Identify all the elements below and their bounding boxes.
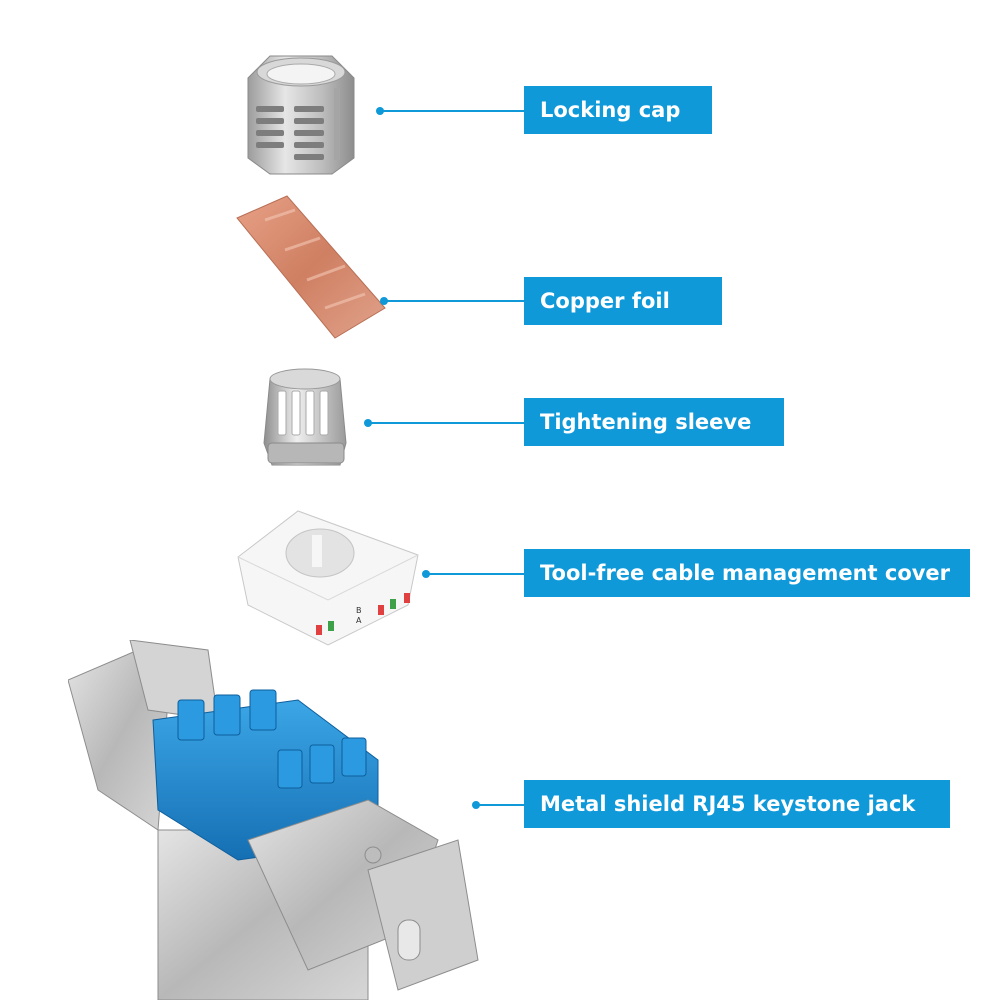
locking-cap-label: Locking cap bbox=[524, 86, 712, 134]
tightening-sleeve-leader bbox=[368, 422, 524, 424]
keystone-jack-image bbox=[67, 639, 488, 1001]
copper-foil-image bbox=[225, 190, 395, 350]
copper-foil-leader bbox=[384, 300, 524, 302]
cover-marking-a: A bbox=[356, 616, 362, 625]
keystone-jack-dot bbox=[472, 801, 480, 809]
locking-cap-image bbox=[240, 48, 360, 178]
copper-foil-label: Copper foil bbox=[524, 277, 722, 325]
tightening-sleeve-label: Tightening sleeve bbox=[524, 398, 784, 446]
cable-cover-dot bbox=[422, 570, 430, 578]
tightening-sleeve-image bbox=[260, 365, 350, 475]
cable-cover-label: Tool-free cable management cover bbox=[524, 549, 970, 597]
cover-marking-b: B bbox=[356, 606, 362, 615]
tightening-sleeve-dot bbox=[364, 419, 372, 427]
locking-cap-leader bbox=[380, 110, 524, 112]
locking-cap-dot bbox=[376, 107, 384, 115]
keystone-jack-leader bbox=[476, 804, 524, 806]
copper-foil-dot bbox=[380, 297, 388, 305]
cable-management-cover-image: B A bbox=[228, 505, 428, 650]
cable-cover-leader bbox=[426, 573, 524, 575]
keystone-jack-label: Metal shield RJ45 keystone jack bbox=[524, 780, 950, 828]
